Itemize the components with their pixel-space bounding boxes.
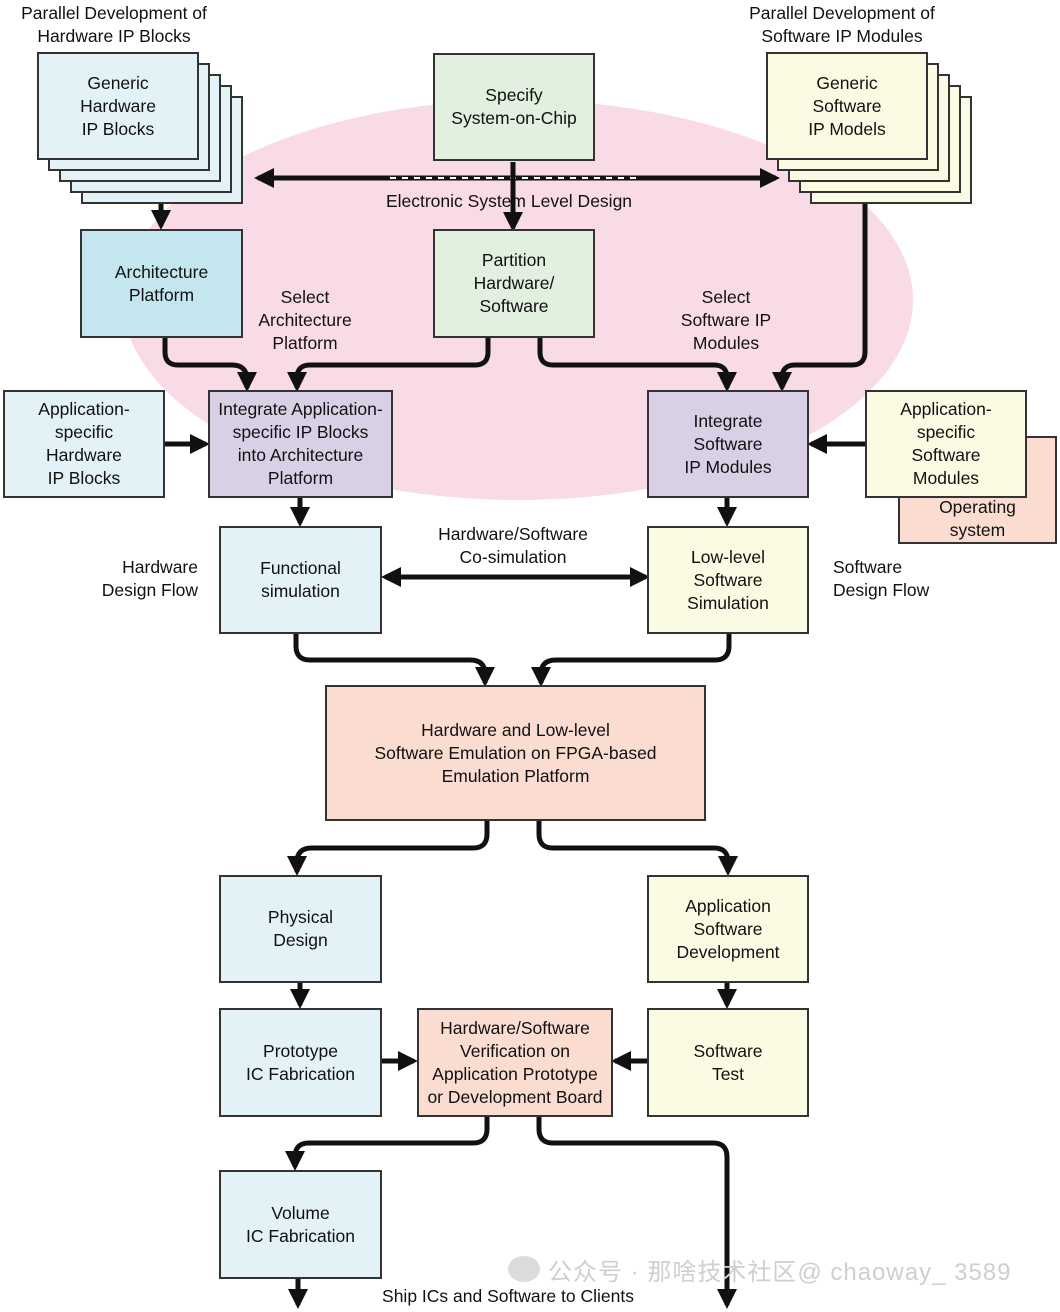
hw-parallel-label: Parallel Development of Hardware IP Bloc… — [21, 3, 207, 46]
prototype-box: Prototype IC Fabrication — [219, 1008, 382, 1117]
arch-platform-box: Architecture Platform — [80, 229, 243, 338]
arrow-partition-integratesw — [537, 338, 737, 392]
arrows — [151, 162, 868, 1309]
partition-box: Partition Hardware/ Software — [433, 229, 595, 338]
ship-label: Ship ICs and Software to Clients — [382, 1286, 634, 1306]
specify-soc-box: Specify System-on-Chip — [433, 53, 595, 161]
esl-label: Electronic System Level Design — [385, 191, 633, 211]
app-hw-text: Application- specific Hardware IP Blocks — [38, 399, 130, 488]
functional-sim-text: Functional simulation — [260, 558, 341, 601]
app-sw-box: Application- specific Software Modules — [865, 390, 1027, 498]
sw-test-box: Software Test — [647, 1008, 809, 1117]
functional-sim-box: Functional simulation — [219, 526, 382, 634]
sw-parallel-label: Parallel Development of Software IP Modu… — [749, 3, 935, 46]
physical-design-text: Physical Design — [267, 907, 334, 950]
app-hw-box: Application- specific Hardware IP Blocks — [3, 390, 165, 498]
verification-text: Hardware/Software Verification on Applic… — [427, 1017, 603, 1107]
os-text: Operating system — [939, 497, 1016, 540]
sw-test-text: Software Test — [693, 1040, 763, 1084]
arrow-functional-emulation — [293, 634, 495, 687]
arrow-emulation-appswdev — [536, 821, 738, 876]
integrate-app-box: Integrate Application- specific IP Block… — [208, 390, 393, 498]
volume-ic-box: Volume IC Fabrication — [219, 1170, 382, 1279]
app-sw-dev-text: Application Software Development — [676, 895, 780, 962]
watermark: 公众号 · 那啥技术社区@ chaoway_ 3589 — [548, 1259, 1012, 1286]
arrow-partition-integrate — [287, 338, 491, 392]
lowlevel-sim-box: Low-level Software Simulation — [647, 526, 809, 634]
watermark-icon — [508, 1256, 540, 1282]
specify-soc-text: Specify System-on-Chip — [451, 85, 577, 128]
volume-ic-text: Volume IC Fabrication — [246, 1202, 355, 1246]
app-sw-text: Application- specific Software Modules — [900, 399, 992, 488]
cosim-label: Hardware/Software Co-simulation — [438, 524, 588, 567]
integrate-app-text: Integrate Application- specific IP Block… — [218, 399, 383, 488]
arrow-emulation-physical — [287, 821, 490, 876]
generic-hw-text: Generic Hardware IP Blocks — [80, 72, 156, 139]
verification-box: Hardware/Software Verification on Applic… — [417, 1008, 613, 1117]
generic-sw-text: Generic Software IP Models — [808, 72, 886, 139]
lowlevel-sim-text: Low-level Software Simulation — [687, 546, 769, 613]
integrate-sw-text: Integrate Software IP Modules — [684, 410, 772, 477]
integrate-sw-box: Integrate Software IP Modules — [647, 390, 809, 498]
physical-design-box: Physical Design — [219, 875, 382, 983]
select-arch-label: Select Architecture Platform — [258, 287, 352, 353]
hw-flow-label: Hardware Design Flow — [101, 557, 198, 600]
sw-flow-label: Software Design Flow — [833, 557, 930, 600]
select-sw-label: Select Software IP Modules — [680, 287, 772, 353]
partition-text: Partition Hardware/ Software — [473, 250, 555, 316]
app-sw-dev-box: Application Software Development — [647, 875, 809, 983]
generic-hw-box: Generic Hardware IP Blocks — [37, 52, 199, 160]
arrow-arch-integrate — [162, 338, 257, 392]
generic-sw-box: Generic Software IP Models — [766, 52, 928, 160]
emulation-text: Hardware and Low-level Software Emulatio… — [374, 719, 657, 786]
prototype-text: Prototype IC Fabrication — [246, 1040, 355, 1084]
emulation-box: Hardware and Low-level Software Emulatio… — [325, 685, 706, 821]
arrow-verification-ship — [536, 1117, 737, 1309]
arrow-verification-volume — [285, 1117, 490, 1171]
arrow-swstack-integratesw — [772, 204, 868, 392]
arch-platform-text: Architecture Platform — [114, 261, 209, 305]
arrow-lowlevel-emulation — [531, 634, 732, 687]
